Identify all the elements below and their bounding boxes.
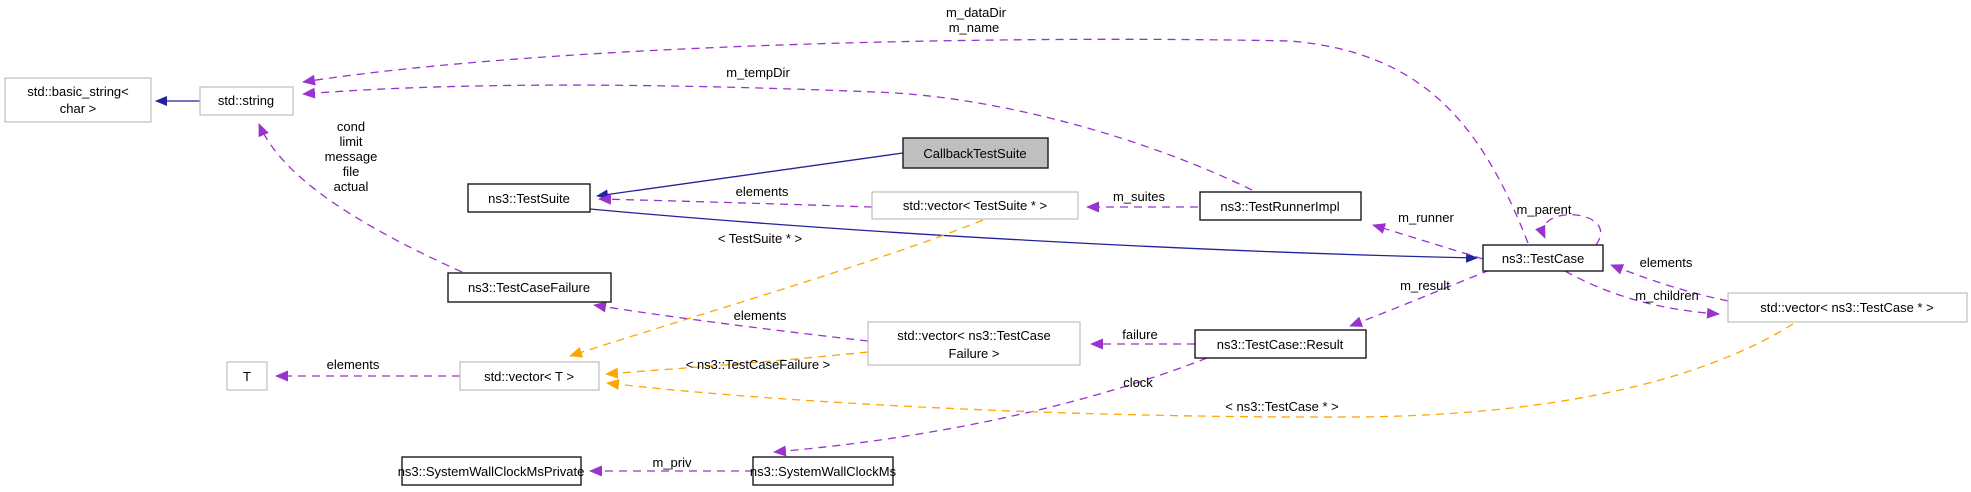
edge-tmpl-vector-testsuite: [569, 219, 984, 358]
node-vector-t[interactable]: std::vector< T >: [459, 361, 600, 391]
node-ns3-testrunnerimpl[interactable]: ns3::TestRunnerImpl: [1199, 191, 1362, 221]
node-ns3-testcase-result-label: ns3::TestCase::Result: [1217, 337, 1344, 352]
edge-label-m-children: m_children: [1635, 288, 1699, 303]
node-vector-testcase-label: std::vector< ns3::TestCase * >: [1760, 300, 1933, 315]
edge-label-actual: actual: [334, 179, 369, 194]
node-std-string-box: [199, 86, 294, 116]
node-vector-testsuite-box: [871, 191, 1079, 220]
edge-label-m-datadir: m_dataDir: [946, 5, 1007, 20]
edge-label-elements-failures: elements: [734, 308, 787, 323]
node-ns3-systemwallclockms[interactable]: ns3::SystemWallClockMs: [750, 456, 897, 486]
node-ns3-testcase-result-box: [1194, 329, 1367, 359]
node-ns3-systemwallclockmsprivate-box: [401, 456, 582, 486]
node-ns3-systemwallclockmsprivate[interactable]: ns3::SystemWallClockMsPrivate: [398, 456, 585, 486]
edge-label-m-name: m_name: [949, 20, 1000, 35]
node-vector-testcasefailure-label-line2: Failure >: [949, 346, 1000, 361]
node-vector-testcasefailure-label-line1: std::vector< ns3::TestCase: [897, 328, 1051, 343]
node-vector-testcase-box: [1727, 292, 1968, 323]
edge-label-m-priv: m_priv: [652, 455, 692, 470]
node-ns3-testcase-label: ns3::TestCase: [1502, 251, 1584, 266]
node-vector-t-box: [459, 361, 600, 391]
node-ns3-testrunnerimpl-label: ns3::TestRunnerImpl: [1220, 199, 1339, 214]
edge-use-clock: [773, 357, 1208, 457]
edge-inherit-callback-testsuite: [596, 152, 904, 200]
node-std-basic-string[interactable]: std::basic_string< char >: [4, 77, 152, 123]
node-vector-t-label: std::vector< T >: [484, 369, 574, 384]
node-ns3-systemwallclockms-label: ns3::SystemWallClockMs: [750, 464, 897, 479]
edge-use-m-result: [1349, 269, 1491, 327]
edge-label-tmpl-testsuite: < TestSuite * >: [718, 231, 802, 246]
node-t-label: T: [243, 369, 251, 384]
edge-label-m-parent: m_parent: [1517, 202, 1572, 217]
node-ns3-testcase[interactable]: ns3::TestCase: [1482, 244, 1604, 272]
edge-label-m-result: m_result: [1400, 278, 1450, 293]
edge-label-clock: clock: [1123, 375, 1153, 390]
node-callbacktestsuite-box: [902, 137, 1049, 169]
edge-label-tmpl-testcase: < ns3::TestCase * >: [1225, 399, 1338, 414]
node-callbacktestsuite[interactable]: CallbackTestSuite: [902, 137, 1049, 169]
edge-label-m-suites: m_suites: [1113, 189, 1166, 204]
edge-tmpl-vector-testcasefailure: [605, 351, 869, 379]
edge-label-elements-t: elements: [327, 357, 380, 372]
node-t-box: [226, 361, 268, 391]
node-vector-testsuite-label: std::vector< TestSuite * >: [903, 198, 1047, 213]
node-ns3-testsuite-label: ns3::TestSuite: [488, 191, 570, 206]
edge-label-message: message: [325, 149, 378, 164]
node-ns3-testcase-result[interactable]: ns3::TestCase::Result: [1194, 329, 1367, 359]
edge-label-m-runner: m_runner: [1398, 210, 1454, 225]
node-std-string[interactable]: std::string: [199, 86, 294, 116]
edge-label-tmpl-failure: < ns3::TestCaseFailure >: [686, 357, 831, 372]
edge-label-file: file: [343, 164, 360, 179]
node-vector-testcase[interactable]: std::vector< ns3::TestCase * >: [1727, 292, 1968, 323]
edge-label-elements-cases: elements: [1640, 255, 1693, 270]
node-ns3-testcasefailure[interactable]: ns3::TestCaseFailure: [447, 272, 612, 303]
edge-label-elements-suites: elements: [736, 184, 789, 199]
edge-use-m-parent: [1535, 214, 1602, 246]
node-ns3-testcasefailure-box: [447, 272, 612, 303]
node-ns3-testcase-box: [1482, 244, 1604, 272]
edge-use-m-datadir-m-name: [302, 38, 1529, 244]
edge-label-failure: failure: [1122, 327, 1157, 342]
node-ns3-systemwallclockmsprivate-label: ns3::SystemWallClockMsPrivate: [398, 464, 585, 479]
node-callbacktestsuite-label: CallbackTestSuite: [923, 146, 1026, 161]
node-std-basic-string-label-line2: char >: [60, 101, 97, 116]
edge-inherit-testsuite-testcase: [589, 208, 1478, 263]
node-std-string-label: std::string: [218, 93, 274, 108]
edge-use-elements-cases: [1610, 264, 1729, 302]
edge-label-m-tempdir: m_tempDir: [726, 65, 790, 80]
edge-use-elements-suites: [598, 193, 873, 208]
node-ns3-testcasefailure-label: ns3::TestCaseFailure: [468, 280, 590, 295]
node-ns3-testsuite-box: [467, 183, 591, 213]
node-ns3-systemwallclockms-box: [752, 456, 894, 486]
edge-tmpl-vector-testcase: [606, 323, 1794, 418]
edge-label-limit: limit: [339, 134, 362, 149]
edge-label-cond: cond: [337, 119, 365, 134]
node-ns3-testrunnerimpl-box: [1199, 191, 1362, 221]
edge-use-m-runner: [1372, 223, 1484, 260]
node-vector-testsuite[interactable]: std::vector< TestSuite * >: [871, 191, 1079, 220]
edge-use-m-tempdir: [302, 84, 1253, 191]
node-t[interactable]: T: [226, 361, 268, 391]
edge-use-m-children: [1564, 270, 1720, 319]
node-std-basic-string-label-line1: std::basic_string<: [27, 84, 129, 99]
node-ns3-testsuite[interactable]: ns3::TestSuite: [467, 183, 591, 213]
node-std-basic-string-box: [4, 77, 152, 123]
node-vector-testcasefailure-box: [867, 321, 1081, 366]
node-vector-testcasefailure[interactable]: std::vector< ns3::TestCase Failure >: [867, 321, 1081, 366]
